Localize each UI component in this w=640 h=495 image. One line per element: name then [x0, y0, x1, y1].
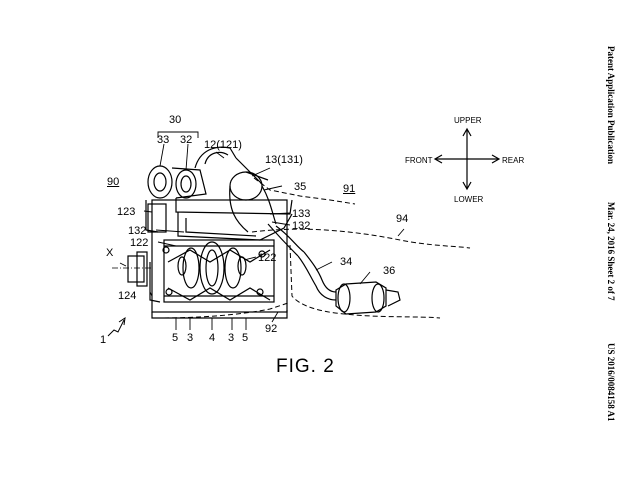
label-upper: UPPER: [454, 116, 482, 125]
label-32: 32: [180, 134, 193, 146]
label-bottom-5-right: 5: [242, 332, 249, 344]
label-124: 124: [118, 290, 137, 302]
label-92: 92: [265, 323, 278, 335]
label-bottom-4: 4: [209, 332, 216, 344]
label-123: 123: [117, 206, 136, 218]
label-bottom-3-left: 3: [187, 332, 194, 344]
label-bottom-3-right: 3: [228, 332, 235, 344]
catalytic-converter: [335, 281, 401, 315]
label-91: 91: [343, 183, 356, 195]
label-33: 33: [157, 134, 170, 146]
label-30: 30: [169, 114, 182, 126]
label-122-left: 122: [130, 237, 149, 249]
exhaust-turbo: [229, 171, 305, 257]
label-13: 13(131): [265, 154, 303, 166]
label-x: X: [106, 247, 114, 259]
label-12: 12(121): [204, 139, 242, 151]
label-36: 36: [383, 265, 396, 277]
label-rear: REAR: [502, 156, 525, 165]
direction-cross: [433, 127, 501, 191]
label-94: 94: [396, 213, 409, 225]
header-date-sheet: Mar. 24, 2016 Sheet 2 of 7: [606, 202, 616, 301]
label-front: FRONT: [405, 156, 433, 165]
vehicle-body-outline: [155, 177, 471, 319]
label-lower: LOWER: [454, 195, 484, 204]
label-132-right: 132: [292, 220, 311, 232]
exhaust-pipe: [297, 251, 337, 301]
label-133: 133: [292, 208, 311, 220]
header-number: US 2016/0084158 A1: [606, 343, 616, 422]
label-132-left: 132: [128, 225, 147, 237]
figure-caption: FIG. 2: [276, 356, 335, 377]
patent-header-sidebar: Patent Application Publication Mar. 24, …: [600, 46, 620, 446]
label-bottom-5-left: 5: [172, 332, 179, 344]
label-34: 34: [340, 256, 353, 268]
label-90: 90: [107, 176, 120, 188]
label-122-right: 122: [258, 252, 277, 264]
label-35: 35: [294, 181, 307, 193]
header-publication: Patent Application Publication: [606, 46, 616, 165]
engine-block: [127, 199, 288, 319]
leader-lines: [119, 131, 405, 323]
label-1: 1: [100, 334, 107, 346]
reference-arrow: [107, 316, 126, 337]
bottom-leaders: [175, 318, 247, 330]
